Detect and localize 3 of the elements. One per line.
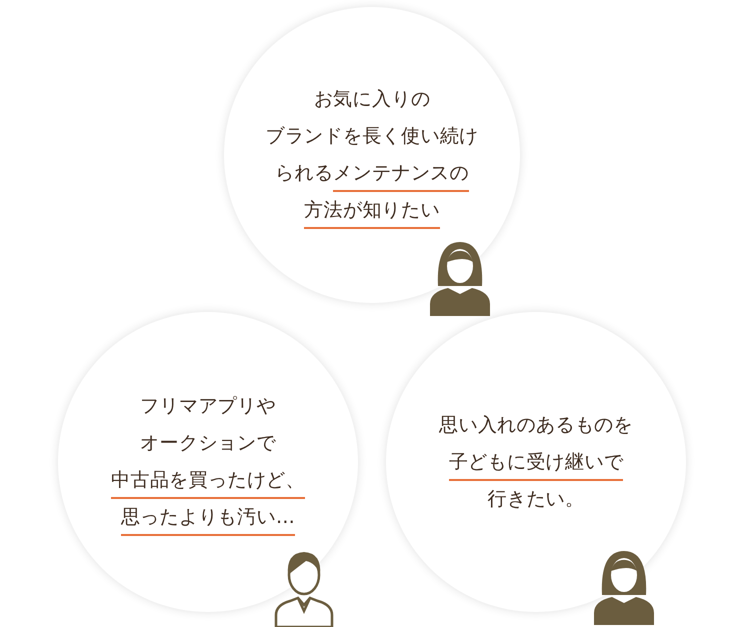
speech-text: フリマアプリやオークションで中古品を買ったけど、思ったよりも汚い… xyxy=(111,388,305,536)
speech-text: 思い入れのあるものを子どもに受け継いで行きたい。 xyxy=(439,412,633,512)
speech-text: お気に入りのブランドを長く使い続けられるメンテナンスの方法が知りたい xyxy=(265,81,479,229)
